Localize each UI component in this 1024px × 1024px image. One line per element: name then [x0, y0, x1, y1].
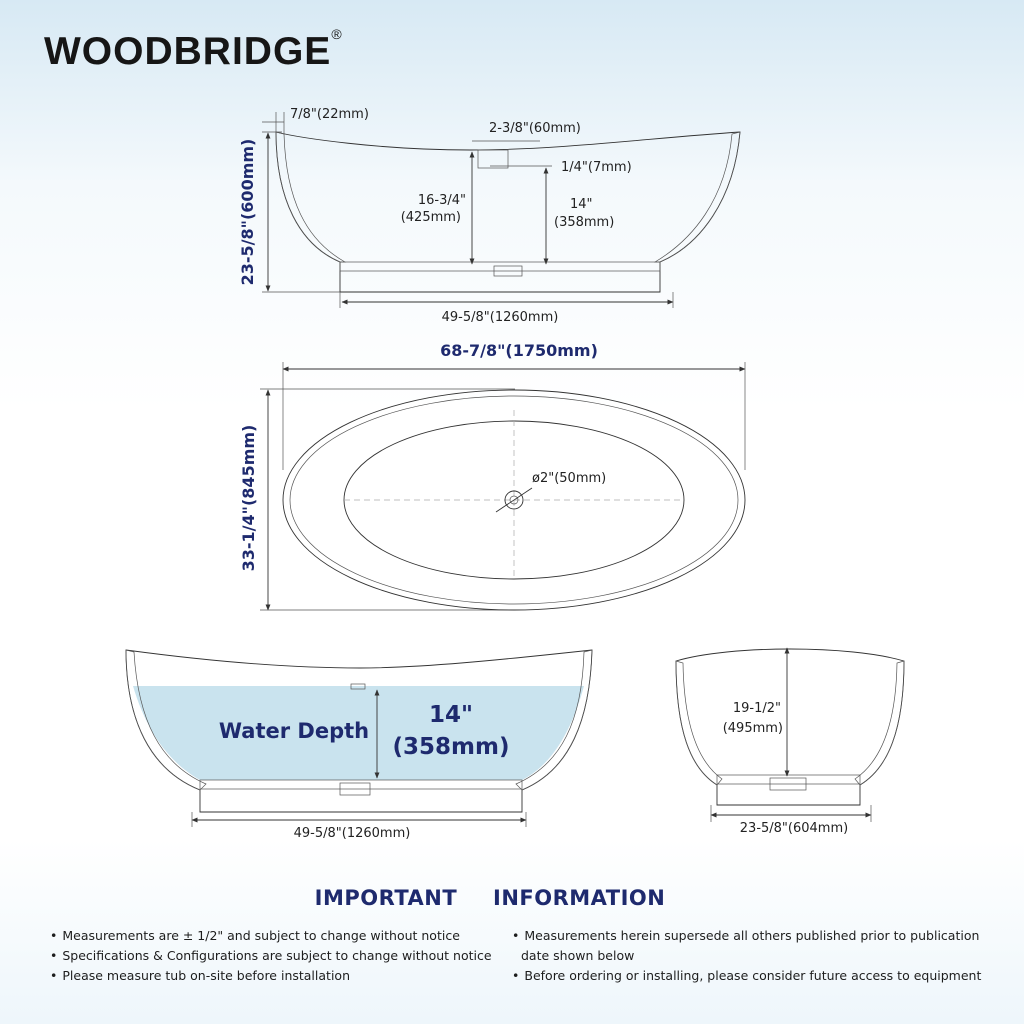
info-title-information: INFORMATION: [493, 886, 666, 910]
end-view-shell: [675, 648, 905, 806]
info-title: IMPORTANT INFORMATION: [0, 886, 980, 910]
side-wall-left-hatch: [275, 131, 347, 263]
top-drain-leader: [495, 487, 533, 513]
side-wall-right-hatch: [653, 131, 741, 263]
water-drain: [339, 782, 371, 796]
info-left-column: Measurements are ± 1/2" and subject to c…: [50, 926, 492, 986]
top-drain: [504, 490, 524, 510]
end-drain: [769, 777, 807, 791]
water-depth-mm: (358mm): [393, 734, 510, 760]
side-floor-hatch: [339, 261, 661, 272]
top-outer-rim: [282, 389, 746, 611]
info-item-supersede: Measurements herein supersede all others…: [512, 926, 981, 946]
water-wall-right-hatch: [515, 649, 593, 791]
side-inner-depth-in: 16-3/4": [418, 193, 466, 208]
registered-mark: ®: [331, 26, 343, 42]
side-water-depth-in: 14": [570, 197, 593, 212]
end-floor-hatch: [716, 774, 861, 785]
brand-name: WOODBRIDGE: [44, 30, 332, 73]
water-fill: [133, 686, 584, 780]
side-overflow-label: 2-3/8"(60mm): [489, 121, 581, 136]
side-rim-label: 7/8"(22mm): [290, 107, 369, 122]
water-floor-hatch: [199, 779, 523, 790]
info-item-measure-onsite: Please measure tub on-site before instal…: [50, 966, 492, 986]
info-title-important: IMPORTANT: [314, 886, 458, 910]
side-inner-depth-mm: (425mm): [401, 210, 461, 225]
top-drain-inner: [509, 495, 519, 505]
water-wall-left-hatch: [125, 649, 207, 791]
end-depth-mm: (495mm): [723, 721, 783, 736]
top-rim-inner-edge: [289, 395, 739, 605]
brand-logo: WOODBRIDGE®: [44, 26, 343, 74]
end-view: 19-1/2" (495mm) 23-5/8"(604mm): [675, 647, 905, 836]
side-water-depth-mm: (358mm): [554, 215, 614, 230]
side-drain: [493, 265, 523, 277]
side-overflow-gap-label: 1/4"(7mm): [561, 160, 632, 175]
end-base-label: 23-5/8"(604mm): [740, 821, 848, 836]
top-length-label: 68-7/8"(1750mm): [440, 341, 598, 360]
info-item-specifications: Specifications & Configurations are subj…: [50, 946, 491, 966]
side-base-label: 49-5/8"(1260mm): [442, 310, 559, 325]
side-view: 23-5/8"(600mm) 7/8"(22mm) 2-3/8"(60mm) 1…: [238, 107, 741, 325]
info-item-access: Before ordering or installing, please co…: [512, 966, 981, 986]
info-item-supersede-cont: date shown below: [521, 948, 635, 963]
water-depth-view: Water Depth 14" (358mm) 49-5/8"(1260mm): [125, 649, 593, 841]
top-width-label: 33-1/4"(845mm): [239, 425, 258, 572]
top-drain-label: ø2"(50mm): [532, 471, 606, 486]
water-overflow: [350, 683, 366, 690]
info-item-tolerance: Measurements are ± 1/2" and subject to c…: [50, 926, 492, 946]
side-height-label: 23-5/8"(600mm): [238, 139, 257, 286]
water-depth-in: 14": [429, 702, 473, 728]
end-wall-left-hatch: [675, 660, 723, 786]
info-right-column: Measurements herein supersede all others…: [512, 926, 981, 986]
water-base-label: 49-5/8"(1260mm): [294, 826, 411, 841]
dimension-drawing: 23-5/8"(600mm) 7/8"(22mm) 2-3/8"(60mm) 1…: [125, 107, 905, 841]
side-overflow-cover: [477, 149, 509, 169]
end-wall-right-hatch: [854, 660, 905, 786]
end-depth-in: 19-1/2": [733, 701, 781, 716]
water-depth-title: Water Depth: [219, 719, 369, 743]
top-view: 68-7/8"(1750mm) 33-1/4"(845mm) ø2"(50mm): [239, 341, 746, 611]
